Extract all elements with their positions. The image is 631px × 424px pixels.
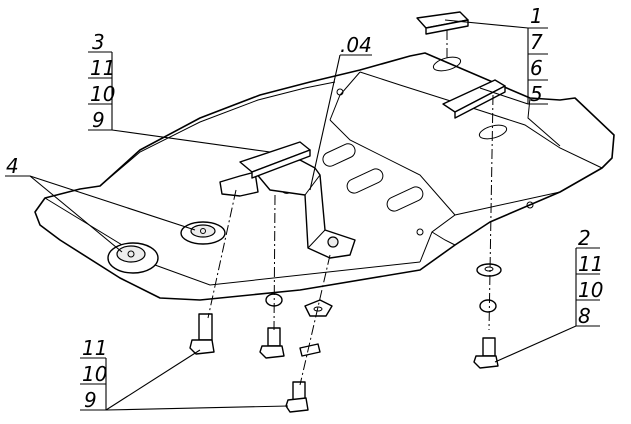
callout-9-bottom: 9 (84, 388, 97, 412)
callout-8: 8 (578, 304, 591, 328)
callout-11-bottom: 11 (82, 336, 108, 360)
callout-4: 4 (6, 154, 19, 178)
callout-10-right: 10 (578, 278, 604, 302)
callout-2: 2 (578, 226, 591, 250)
callout-04: .04 (340, 33, 372, 57)
alignment-lines (207, 30, 494, 386)
callout-10-top: 10 (90, 82, 116, 106)
washers (265, 263, 502, 357)
callout-6: 6 (530, 56, 543, 80)
leader-lines (5, 19, 600, 411)
callout-11-right: 11 (578, 252, 604, 276)
callout-9-top: 9 (92, 108, 105, 132)
callout-10-bottom: 10 (82, 362, 108, 386)
callout-7: 7 (530, 30, 543, 54)
callout-3: 3 (92, 30, 105, 54)
spacer-plates (239, 11, 506, 179)
bracket (219, 159, 356, 259)
bolts (189, 313, 499, 413)
callout-5: 5 (530, 82, 543, 106)
callout-11-top: 11 (90, 56, 116, 80)
mount-bosses (107, 221, 226, 274)
callout-1: 1 (530, 4, 543, 28)
